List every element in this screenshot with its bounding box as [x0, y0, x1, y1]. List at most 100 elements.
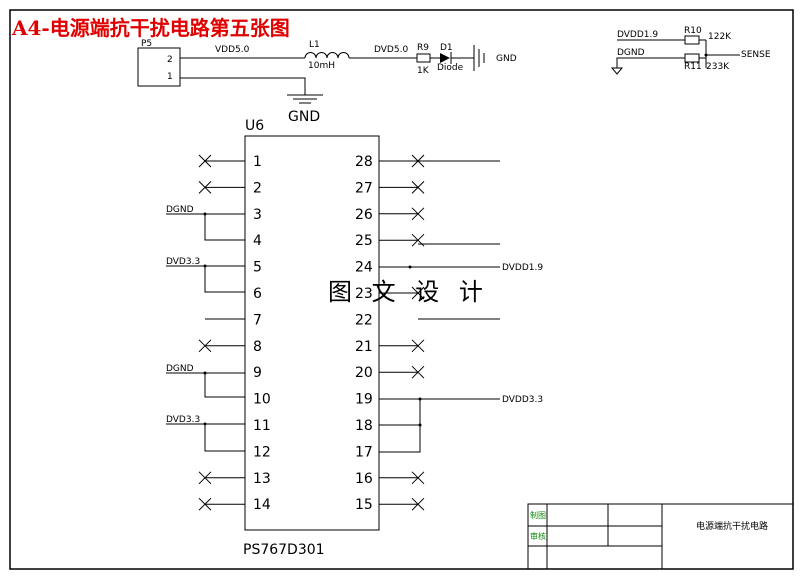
- net-dvdd33: DVDD3.3: [502, 395, 543, 405]
- inductor-value: 10mH: [308, 61, 335, 71]
- diagram-title: A4-电源端抗干扰电路第五张图: [11, 16, 290, 40]
- chip-pins: 1234567891011121314282726252423222120191…: [198, 154, 425, 513]
- no-connect-right-27: [411, 181, 425, 194]
- chip-pin-left-8: 8: [253, 339, 262, 355]
- resistor-r9-label: R9: [417, 43, 429, 53]
- junction-dgnd-b: [203, 371, 207, 375]
- wire-dgnd: [616, 57, 685, 68]
- gnd-right-label: GND: [496, 54, 517, 64]
- resistor-r10-label: R10: [684, 26, 702, 36]
- net-dvd5-label: DVD5.0: [374, 45, 408, 55]
- chip-pin-left-7: 7: [253, 312, 262, 328]
- chip-pin-right-23: 23: [355, 286, 373, 302]
- chip-pin-right-27: 27: [355, 180, 373, 196]
- chip-body: [244, 135, 380, 531]
- sense-net-top: DVDD1.9: [617, 30, 658, 40]
- no-connect-right-21: [411, 339, 425, 353]
- junction-dgnd-a: [203, 212, 207, 216]
- chip-pin-left-5: 5: [253, 260, 262, 276]
- resistor-r11: [684, 53, 700, 63]
- chip-pin-right-25: 25: [355, 233, 373, 249]
- tb-drawn-label: 制图: [530, 510, 546, 520]
- net-dgnd-b: DGND: [166, 364, 194, 374]
- chip-pin-right-21: 21: [355, 339, 373, 355]
- chip-pin-left-10: 10: [253, 392, 271, 408]
- left-connections: DGND DVD3.3 DGND DVD3.3: [166, 205, 245, 452]
- no-connect-right-20: [411, 365, 425, 379]
- no-connect-right-16: [411, 471, 425, 485]
- inductor-label: L1: [309, 40, 320, 50]
- no-connect-left-1: [198, 154, 212, 168]
- diode-label: D1: [440, 43, 453, 53]
- junction-pin18: [418, 423, 422, 427]
- chip-pin-left-2: 2: [253, 180, 262, 196]
- resistor-r9: [416, 53, 431, 63]
- chip-pin-right-26: 26: [355, 207, 373, 223]
- wire-dvd33-b-link: [204, 424, 245, 452]
- net-dvd33-b: DVD3.3: [166, 415, 200, 425]
- no-connect-right-23: [411, 286, 425, 300]
- wire-dgnd-b-link: [204, 373, 245, 398]
- resistor-r11-value: 233K: [706, 62, 730, 72]
- chip-pin-right-17: 17: [355, 444, 373, 460]
- resistor-r10-value: 122K: [708, 32, 732, 42]
- title-block: 制图 审核 电源端抗干扰电路: [527, 503, 794, 570]
- junction-pin24: [408, 265, 412, 269]
- chip-pin-right-16: 16: [355, 471, 373, 487]
- diode-d1: [440, 53, 450, 63]
- diode-type: Diode: [437, 63, 464, 73]
- connector-p5: [137, 47, 181, 87]
- chip-part: PS767D301: [243, 542, 325, 558]
- chip-pin-left-14: 14: [253, 497, 271, 513]
- chip-pin-left-6: 6: [253, 286, 262, 302]
- chip-pin-right-28: 28: [355, 154, 373, 170]
- power-input-circuit: P5 2 1 VDD5.0 L1 10mH DVD5.0 R9 1K D1 Di…: [137, 39, 517, 125]
- inductor-l1: [304, 52, 350, 59]
- chip-pin-left-9: 9: [253, 365, 262, 381]
- no-connect-left-14: [198, 497, 212, 511]
- sense-net-bottom: DGND: [617, 48, 645, 58]
- watermark-text: 图 文 设 计: [328, 278, 489, 306]
- resistor-r10: [684, 35, 700, 45]
- no-connect-left-13: [198, 471, 212, 485]
- chip-pin-left-13: 13: [253, 471, 271, 487]
- resistor-r11-label: R11: [684, 62, 702, 72]
- sense-output-label: SENSE: [741, 50, 771, 60]
- net-dgnd-a: DGND: [166, 205, 194, 215]
- wire-dgnd-a-link: [204, 214, 245, 241]
- junction-dvd33-a: [203, 264, 207, 268]
- dgnd-symbol: [610, 67, 624, 75]
- connector-pin2: 2: [167, 55, 173, 65]
- net-vdd5-label: VDD5.0: [215, 45, 250, 55]
- chip-pin-left-3: 3: [253, 207, 262, 223]
- no-connect-right-15: [411, 497, 425, 511]
- chip-pin-right-22: 22: [355, 312, 373, 328]
- gnd-bottom-label: GND: [288, 109, 320, 125]
- chip-ref: U6: [245, 118, 264, 134]
- drawing-frame: [9, 9, 794, 570]
- chip-pin-left-4: 4: [253, 233, 262, 249]
- wire-19-17-bus: [379, 399, 421, 453]
- chip-pin-left-1: 1: [253, 154, 262, 170]
- chip-pin-right-24: 24: [355, 260, 373, 276]
- title-block-frame: [527, 503, 794, 570]
- connector-pin1: 1: [167, 72, 173, 82]
- no-connect-left-2: [198, 181, 212, 194]
- chip-pin-left-12: 12: [253, 444, 271, 460]
- net-dvdd19: DVDD1.9: [502, 263, 543, 273]
- wire-dvd33-a-link: [204, 266, 245, 293]
- no-connect-left-8: [198, 339, 212, 353]
- junction-pin19: [418, 397, 422, 401]
- sense-circuit: DVDD1.9 R10 122K DGND R11 233K SENSE: [610, 26, 771, 75]
- tb-check-label: 审核: [530, 531, 546, 541]
- resistor-r9-value: 1K: [417, 66, 430, 76]
- chip-pin-right-20: 20: [355, 365, 373, 381]
- right-connections: DVDD1.9 DVDD3.3: [379, 160, 543, 453]
- tb-drawing-name: 电源端抗干扰电路: [696, 520, 768, 532]
- no-connect-right-26: [411, 207, 425, 221]
- net-dvd33-a: DVD3.3: [166, 257, 200, 267]
- chip-u6: U6 PS767D301 123456789101112131428272625…: [198, 118, 425, 558]
- wire-pin1-gnd: [180, 77, 306, 95]
- chip-pin-right-19: 19: [355, 392, 373, 408]
